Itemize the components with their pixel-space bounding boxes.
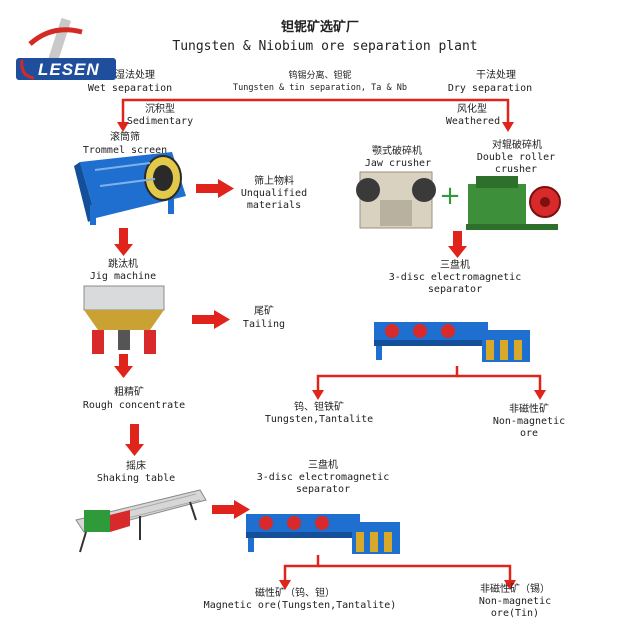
jaw-label-en: Jaw crusher <box>364 158 432 169</box>
rough-label-cn: 粗精矿 <box>114 387 144 398</box>
rough-label-en: Rough concentrate <box>82 400 186 411</box>
arrow-rough-shaking <box>125 424 144 456</box>
arrow-shaking-separator2 <box>212 500 250 519</box>
nonmag1-label-en2: ore <box>519 428 539 439</box>
weathered-label-en: Weathered <box>445 116 501 127</box>
double-roller-label-en1: Double roller <box>476 152 556 163</box>
arrow-jig-tailing <box>192 310 230 329</box>
jaw-label-cn: 颚式破碎机 <box>372 146 422 157</box>
arrow-head-dry <box>502 122 514 132</box>
tailing-label-en: Tailing <box>242 319 286 330</box>
brand-logo: LESEN <box>12 14 122 96</box>
split-separator2 <box>283 555 512 582</box>
split-separator1 <box>316 366 542 392</box>
sedimentary-label-en: Sedimentary <box>126 116 194 127</box>
sedimentary-label-cn: 沉积型 <box>145 104 175 115</box>
nonmag1-label-en1: Non-magnetic <box>492 416 566 427</box>
title-en: Tungsten & Niobium ore separation plant <box>172 39 478 54</box>
nonmag-tin-label-en2: ore(Tin) <box>490 608 540 619</box>
unqualified-label-en1: Unqualified <box>240 188 308 199</box>
magnetic-ore-label-cn: 磁性矿（钨、钽） <box>255 588 335 599</box>
nonmag-tin-label-cn: 非磁性矿（锡） <box>480 584 550 595</box>
unqualified-label-en2: materials <box>246 200 302 211</box>
arrow-head-wet <box>117 122 129 132</box>
separator2-label-cn: 三盘机 <box>308 460 338 471</box>
separator2-label-en1: 3-disc electromagnetic <box>256 472 390 483</box>
logo-wordmark: LESEN <box>38 60 100 79</box>
dry-label-cn: 干法处理 <box>476 70 516 81</box>
nonmag-tin-label-en1: Non-magnetic <box>478 596 552 607</box>
wet-label-cn: 湿法处理 <box>115 70 155 81</box>
jig-label-en: Jig machine <box>89 271 157 282</box>
separator1-label-en1: 3-disc electromagnetic <box>388 272 522 283</box>
trommel-label-cn: 滚筒筛 <box>110 132 140 143</box>
double-roller-label-cn: 对辊破碎机 <box>492 140 542 151</box>
title-cn: 钽铌矿选矿厂 <box>280 20 359 35</box>
shaking-label-en: Shaking table <box>96 473 176 484</box>
jig-label-cn: 跳汰机 <box>108 259 138 270</box>
double-roller-label-en2: crusher <box>494 164 538 175</box>
tungsten-tantalite-label-cn: 钨、钽铁矿 <box>294 402 344 413</box>
middle-label-en: Tungsten & tin separation, Ta & Nb <box>233 83 407 93</box>
arrow-trommel-unqualified <box>196 179 234 198</box>
middle-label-cn: 钨锡分离、钽铌 <box>288 71 352 81</box>
dry-label-en: Dry separation <box>447 83 533 94</box>
logo-graphic <box>16 17 116 80</box>
separator2-label-en2: separator <box>295 484 351 495</box>
unqualified-label-cn: 筛上物料 <box>254 176 294 187</box>
arrow-trommel-jig <box>114 228 133 256</box>
tungsten-tantalite-label-en: Tungsten,Tantalite <box>264 414 374 425</box>
shaking-label-cn: 摇床 <box>126 461 146 472</box>
arrow-crusher-separator <box>448 231 467 258</box>
arrow-jig-rough <box>114 354 133 378</box>
magnetic-ore-label-en: Magnetic ore(Tungsten,Tantalite) <box>203 600 397 611</box>
separator1-label-cn: 三盘机 <box>440 260 470 271</box>
plus-sign: + <box>439 181 461 211</box>
separator1-label-en2: separator <box>427 284 483 295</box>
trommel-label-en: Trommel screen <box>82 145 168 156</box>
top-branch-line <box>121 98 510 126</box>
tailing-label-cn: 尾矿 <box>254 306 274 317</box>
weathered-label-cn: 风化型 <box>457 104 487 115</box>
wet-label-en: Wet separation <box>87 83 173 94</box>
nonmag1-label-cn: 非磁性矿 <box>509 404 549 415</box>
